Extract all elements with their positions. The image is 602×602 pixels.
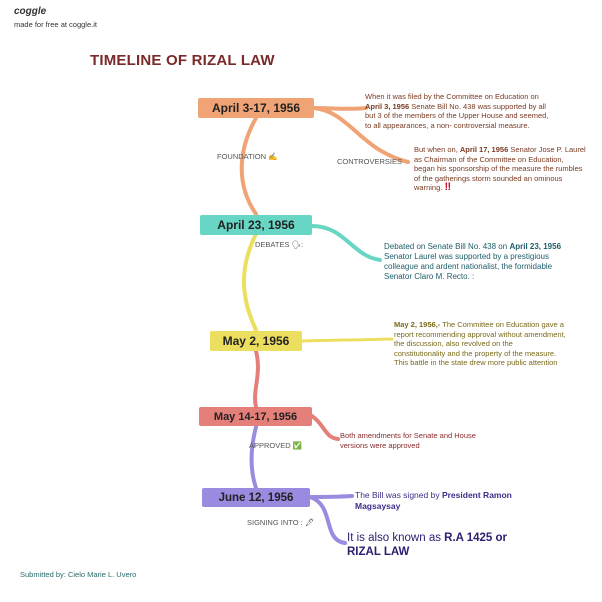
note-april-23: Debated on Senate Bill No. 438 on April …	[384, 242, 564, 282]
note-june-12-text-a: The Bill was signed by	[355, 490, 440, 500]
node-may-2[interactable]: May 2, 1956	[210, 331, 302, 351]
may14-branch	[310, 414, 340, 441]
note-april-17-text-b: Senator Jose P. Laurel as Chairman of th…	[414, 145, 586, 192]
note-may-2: May 2, 1956,- The Committee on Education…	[394, 320, 566, 368]
note-april-3-text-b: Senate Bill No. 438 was supported by all…	[365, 101, 549, 130]
note-june-12-text-b: It is also known as	[347, 532, 441, 544]
may2-branch	[300, 337, 394, 343]
brand-tagline: made for free at coggle.it	[14, 20, 97, 29]
node-april-3-17[interactable]: April 3-17, 1956	[198, 98, 314, 118]
note-april-3: When it was filed by the Committee on Ed…	[365, 92, 551, 130]
submitted-by: Submitted by: Cielo Marie L. Uvero	[20, 570, 137, 579]
trunk-connector-2	[241, 232, 258, 332]
note-june-12-signed: The Bill was signed by President Ramon M…	[355, 490, 545, 512]
label-approved: APPROVED ✅	[249, 441, 303, 450]
double-exclamation-icon: ‼	[444, 181, 452, 193]
note-april-3-date: April 3, 1956	[365, 101, 410, 111]
note-april-23-text-b: Senator Laurel was supported by a presti…	[384, 252, 553, 281]
note-april-17-date: April 17, 1956	[459, 145, 509, 154]
note-may-2-text: The Committee on Education gave a report…	[394, 320, 566, 367]
note-may-2-date: May 2, 1956,-	[394, 320, 441, 329]
june12-branch-top	[308, 494, 354, 499]
node-april-23[interactable]: April 23, 1956	[200, 215, 312, 235]
trunk-connector-1	[239, 116, 258, 216]
note-april-17: But when on, April 17, 1956 Senator Jose…	[414, 145, 586, 193]
april23-branch	[310, 224, 382, 262]
june12-branch-bottom	[308, 495, 347, 545]
node-may-14-17[interactable]: May 14-17, 1956	[199, 407, 312, 426]
trunk-connector-4	[249, 425, 258, 490]
label-signing: SIGNING INTO : 🖋	[247, 518, 315, 527]
label-controversies: CONTROVERSIES	[337, 157, 403, 166]
page-title: TIMELINE OF RIZAL LAW	[90, 52, 275, 69]
label-debates: DEBATES 🗣:	[255, 240, 304, 249]
trunk-connector-3	[253, 349, 260, 409]
label-foundation: FOUNDATION ✍	[217, 152, 278, 161]
note-june-12-president: President Ramon Magsaysay	[355, 490, 512, 511]
note-june-12-law-name: R.A 1425 or RIZAL LAW	[347, 532, 508, 558]
note-june-12-known-as: It is also known as R.A 1425 or RIZAL LA…	[347, 531, 537, 559]
note-april-17-text-a: But when on,	[414, 145, 458, 154]
note-may-14: Both amendments for Senate and House ver…	[340, 431, 476, 450]
april3-branch-bottom	[312, 106, 410, 164]
note-april-23-text-a: Debated on Senate Bill No. 438 on	[384, 242, 508, 251]
note-april-3-text-a: When it was filed by the Committee on Ed…	[365, 92, 539, 101]
note-april-23-date: April 23, 1956	[509, 242, 562, 251]
coggle-logo: coggle	[14, 6, 47, 17]
node-june-12[interactable]: June 12, 1956	[202, 488, 310, 507]
